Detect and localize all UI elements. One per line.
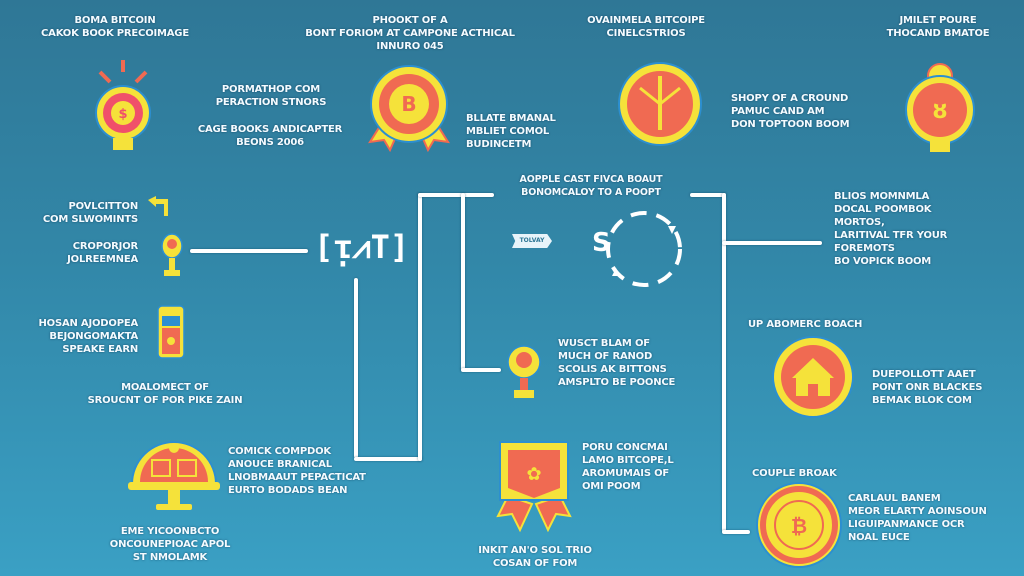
ornate-crest-icon: ȣ [904,62,976,154]
trophy-icon [160,232,184,280]
laptop-side-text: COMICK COMPDOK ANOUCE BRANICAL LNOBMAAUT… [228,446,366,496]
svg-text:ȣ: ȣ [933,99,948,124]
left-item3-text: HOSAN AJODOPEA BEJONGOMAKTA SPEAKE EARN [38,318,138,355]
dollar-symbol: S [592,228,611,258]
connector-laptop [354,457,422,461]
phone-icon [156,304,186,360]
coin-title: COUPLE BROAK [752,468,837,479]
svg-text:✿: ✿ [526,464,541,485]
top-item1-side-text2: CAGE BOOKS ANDICAPTER BEONS 2006 [197,124,343,148]
laptop-caption: EME YICOONBCTO ONCOUNEPIOAC APOL ST NMOL… [109,526,231,563]
center-title: AOPPLE CAST FIVCA BOAUT BONOMCALOY TO A … [519,174,663,198]
top-item4-title: JMILET POURE THOCAND BMATOE [886,15,990,39]
connector-trophy-hub [190,249,308,253]
cycle-icon: S [576,204,686,294]
monitor-badge-icon [126,426,222,516]
hub-label: [ᴉ⩘T] [314,228,410,266]
ribbon-text: PORU CONCMAI LAMO BITCOPE,L AROMUMAIS OF… [582,442,674,492]
house-title: UP ABOMERC BOACH [748,319,863,330]
hub-symbol: [ᴉ⩘T] [314,224,410,272]
svg-text:$: $ [118,107,127,122]
sun-badge-icon: $ [88,58,158,158]
connector-hub-down [354,278,358,458]
bitcoin-medal-icon: B [366,64,452,153]
coin-text: CARLAUL BANEM MEOR ELARTY AOINSOUN LIGUI… [848,493,987,543]
center-tag-label: TOLVAY [519,237,545,244]
top-item2-title: PHOOKT OF A BONT FORIOM AT CAMPONE ACTHI… [305,15,515,52]
svg-text:B: B [401,92,416,116]
ribbon-award-icon: ✿ [496,440,572,533]
connector-right-vertical [722,193,726,533]
connector-outer-top [418,193,494,197]
coin-badge-icon: ₿ [756,482,842,568]
sun-rays-icon: $ [95,60,151,150]
connector-right-bottom [722,530,750,534]
right-note: BLIOS MOMNMLA DOCAL POOMBOK MORTOS, LARI… [834,191,948,267]
svg-text:₿: ₿ [791,514,807,538]
top-item3-side: SHOPY OF A CROUND PAMUC CAND AM DON TOPT… [731,93,850,130]
center-tag-icon: TOLVAY [512,234,552,248]
connector-inner-bottom [461,368,501,372]
connector-inner-vertical [461,193,465,371]
top-item3-title: OVAINMELA BITCOIPE CINELCSTRIOS [587,15,705,39]
top-item1-side-text1: PORMATHOP COM PERACTION STNORS [215,84,327,108]
connector-right-mid [722,241,822,245]
connector-outer-vertical [418,193,422,461]
top-item2-side: BLLATE BMANAL MBLIET COMOL BUDINCETM [466,113,556,150]
top-item1-title: BOMA BITCOIN CAKOK BOOK PRECOIMAGE [41,15,189,39]
small-trophy-icon [506,344,542,404]
flag-icon [146,196,176,224]
connector-right-top [690,193,726,197]
left-item1-text: POVLCITTON COM SLWOMINTS [42,201,138,225]
house-text: DUEPOLLOTT AAET PONT ONR BLACKES BEMAK B… [872,369,983,406]
left-item2-text: CROPORJOR JOLREEMNEA [67,241,138,265]
house-badge-icon [772,336,854,418]
small-trophy-text: WUSCT BLAM OF MUCH OF RANOD SCOLIS AK BI… [558,338,676,388]
ribbon-caption: INKIT AN'O SOL TRIO COSAN OF FOM [478,545,592,569]
lower-left-caption: MOALOMECT OF SROUCNT OF POR PIKE ZAIN [87,382,243,406]
peace-badge-icon [618,62,702,146]
